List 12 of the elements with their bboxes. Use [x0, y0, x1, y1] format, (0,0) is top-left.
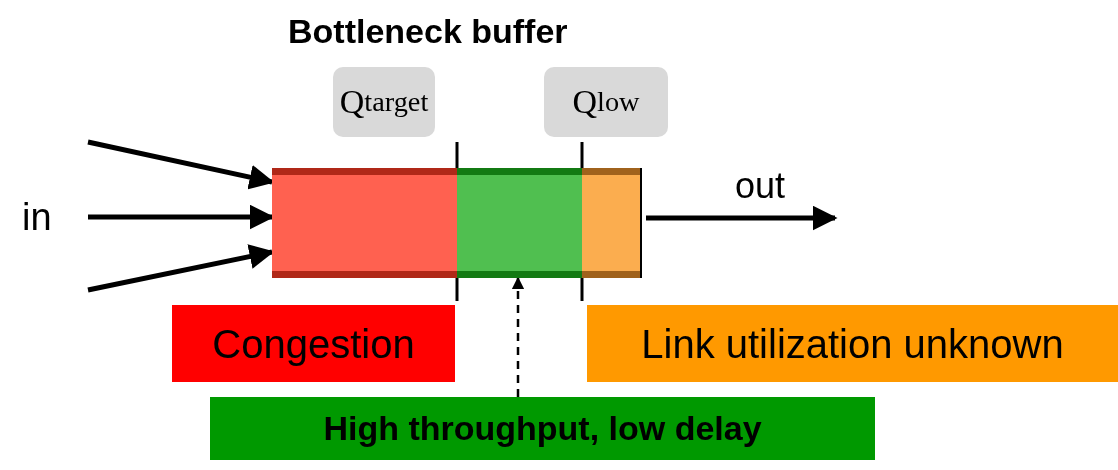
edge-label: out — [735, 165, 786, 207]
input-label: in — [22, 196, 52, 239]
congestion-segment — [272, 168, 457, 278]
unknown-segment — [582, 168, 640, 278]
arrow — [511, 276, 525, 397]
buffer-bar — [272, 168, 642, 278]
title: Bottleneck buffer — [288, 12, 568, 51]
good-segment — [457, 168, 582, 278]
region-label: Congestion — [172, 305, 455, 382]
region-label: High throughput, low delay — [210, 397, 875, 460]
arrow — [646, 205, 838, 231]
region-label: Link utilization unknown — [587, 305, 1118, 382]
